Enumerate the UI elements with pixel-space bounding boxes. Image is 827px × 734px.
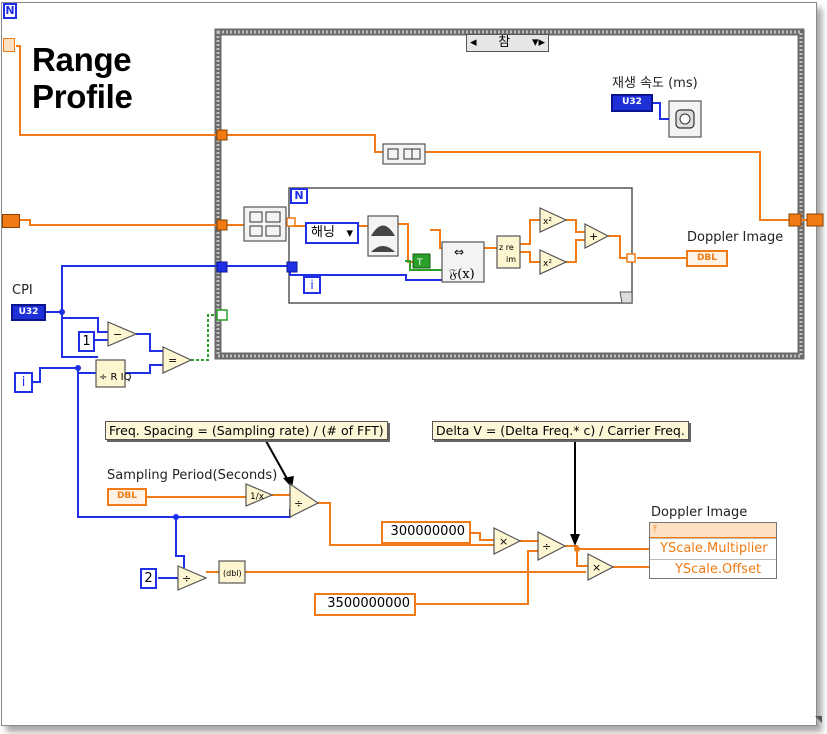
svg-text:=: =: [168, 354, 177, 367]
complex-to-reim-node: [496, 235, 521, 269]
tunnel-output: [788, 213, 802, 227]
svg-text:x²: x²: [543, 259, 552, 269]
tunnel-inner-out: [626, 253, 636, 263]
svg-text:÷: ÷: [294, 497, 303, 510]
carrier-freq-constant[interactable]: 3500000000: [314, 593, 416, 616]
property-node-header: ⤒: [650, 523, 776, 538]
sampling-period-label: Sampling Period(Seconds): [107, 468, 278, 483]
case-dropdown-icon[interactable]: ▾▸: [531, 35, 545, 50]
property-yscale-multiplier[interactable]: YScale.Multiplier: [650, 538, 776, 559]
svg-text:(dbl): (dbl): [223, 569, 242, 578]
svg-text:×: ×: [592, 561, 601, 574]
inner-loop-index-terminal: i: [303, 276, 321, 294]
shift-register-left: [2, 214, 20, 228]
reciprocal-node: [245, 483, 274, 507]
playback-speed-label: 재생 속도 (ms): [612, 76, 698, 91]
svg-text:÷: ÷: [182, 572, 191, 585]
svg-text:÷: ÷: [542, 540, 551, 553]
case-selector-terminal: [216, 309, 228, 321]
window-type-selector[interactable]: 해닝 ▾: [305, 222, 359, 244]
constant-one[interactable]: 1: [78, 331, 95, 352]
subtract-node: [107, 321, 138, 347]
divide-node-1: [289, 482, 320, 518]
outer-loop-count-terminal[interactable]: N: [3, 3, 17, 19]
wire-iteration: [33, 367, 98, 383]
cpi-label: CPI: [12, 283, 33, 298]
svg-text:+: +: [589, 230, 598, 243]
array-index-node: [243, 206, 287, 242]
tunnel-inner-array: [286, 217, 296, 227]
constant-two[interactable]: 2: [140, 568, 157, 589]
svg-text:im: im: [506, 255, 516, 264]
to-double-node: [218, 560, 246, 584]
tunnel-array: [216, 219, 228, 231]
svg-text:𝔉(x): 𝔉(x): [449, 267, 475, 282]
right-edge-terminal: [806, 213, 824, 227]
svg-text:z re: z re: [499, 243, 514, 252]
wait-ms-node: [668, 100, 702, 138]
left-edge-tunnel: [3, 38, 15, 52]
page-title: Range Profile: [32, 41, 133, 115]
multiply-node-1: [493, 527, 522, 555]
case-structure-stripes: [216, 30, 803, 358]
iteration-terminal: i: [14, 372, 33, 393]
tunnel-cpi: [216, 261, 228, 273]
tunnel-range: [216, 129, 228, 141]
svg-text:−: −: [113, 328, 122, 341]
divide-by-two-node: [177, 565, 208, 591]
speed-of-light-constant[interactable]: 300000000: [381, 521, 471, 544]
svg-text:1/x: 1/x: [250, 492, 265, 502]
add-node: [584, 223, 610, 249]
inner-loop-count-terminal[interactable]: N: [290, 188, 308, 204]
doppler-image-terminal[interactable]: DBL: [686, 250, 728, 267]
svg-text:x²: x²: [543, 217, 552, 227]
square-node-1: [539, 207, 568, 233]
property-yscale-offset[interactable]: YScale.Offset: [650, 559, 776, 580]
svg-text:T: T: [416, 258, 423, 268]
square-node-2: [539, 249, 568, 275]
doppler-image-label: Doppler Image: [687, 230, 784, 245]
loop-page-corner: [619, 291, 633, 304]
svg-text:⇔: ⇔: [454, 245, 464, 259]
case-selector[interactable]: ◂ 참 ▾▸: [466, 34, 549, 52]
wire-input-array: [18, 219, 244, 226]
property-node-label: Doppler Image: [651, 505, 748, 520]
doppler-image-property-node[interactable]: ⤒ YScale.Multiplier YScale.Offset: [649, 522, 777, 579]
boolean-true-constant: [412, 253, 431, 269]
sampling-period-terminal[interactable]: DBL: [107, 488, 147, 506]
svg-text:×: ×: [499, 535, 508, 548]
arrow-freq-spacing: [265, 440, 291, 485]
playback-speed-terminal[interactable]: U32: [611, 94, 653, 112]
title-line-1: Range: [32, 41, 132, 78]
chevron-down-icon: ▾: [346, 226, 353, 241]
tunnel-inner-cpi: [286, 261, 298, 273]
freq-spacing-comment: Freq. Spacing = (Sampling rate) / (# of …: [105, 421, 388, 440]
cpi-terminal[interactable]: U32: [11, 304, 46, 321]
multiply-node-2: [587, 553, 615, 581]
title-line-2: Profile: [32, 78, 133, 115]
case-selector-value: 참: [498, 35, 511, 50]
delta-v-comment: Delta V = (Delta Freq.* c) / Carrier Fre…: [432, 421, 689, 440]
quotient-remainder-node: [95, 359, 126, 388]
svg-text:÷ R IQ: ÷ R IQ: [99, 372, 132, 383]
window-type-value: 해닝: [311, 225, 335, 240]
divide-node-2: [537, 531, 567, 561]
fft-node: [441, 241, 485, 283]
case-prev-icon[interactable]: ◂: [470, 35, 477, 50]
equal-node: [162, 346, 193, 374]
